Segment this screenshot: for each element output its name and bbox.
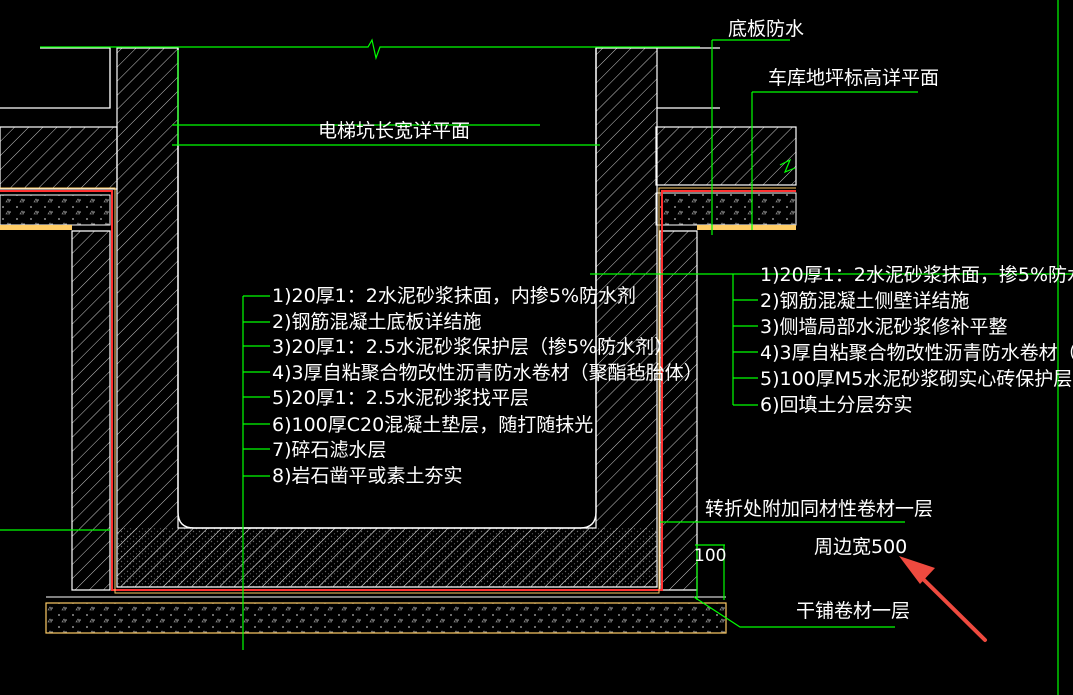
wall-layer-4: 4)3厚自粘聚合物改性沥青防水卷材（聚酯 bbox=[760, 342, 1073, 364]
wall-layer-5: 5)100厚M5水泥砂浆砌实心砖保护层 bbox=[760, 368, 1072, 390]
pit-inner-finish bbox=[177, 48, 597, 529]
label-floor-waterproof: 底板防水 bbox=[728, 18, 804, 40]
floor-layer-2: 2)钢筋混凝土底板详结施 bbox=[272, 311, 482, 333]
floor-layer-6: 6)100厚C20混凝土垫层，随打随抹光 bbox=[272, 414, 593, 436]
top-break-line bbox=[40, 38, 700, 61]
brick-protection-wall-left bbox=[71, 230, 111, 591]
label-dry-membrane: 干铺卷材一层 bbox=[796, 600, 910, 622]
floor-layer-8: 8)岩石凿平或素土夯实 bbox=[272, 465, 463, 487]
dimension-100: 100 bbox=[694, 546, 726, 566]
floor-layer-3: 3)20厚1：2.5水泥砂浆保护层（掺5%防水剂） bbox=[272, 336, 673, 358]
ground-slab-left bbox=[0, 126, 118, 190]
label-pit-size: 电梯坑长宽详平面 bbox=[318, 120, 470, 142]
ground-bedding-left bbox=[0, 194, 111, 226]
wall-layer-6: 6)回填土分层夯实 bbox=[760, 394, 913, 416]
floor-layer-5: 5)20厚1：2.5水泥砂浆找平层 bbox=[272, 387, 529, 409]
ground-slab-right bbox=[655, 126, 797, 186]
floor-layers-list: 1)20厚1：2水泥砂浆抹面，内掺5%防水剂 2)钢筋混凝土底板详结施 3)20… bbox=[272, 285, 703, 487]
annotation-arrow-icon bbox=[899, 556, 987, 642]
bedding-slab bbox=[45, 602, 727, 634]
label-garage-floor: 车库地坪标高详平面 bbox=[768, 67, 939, 89]
wall-layer-1: 1)20厚1：2水泥砂浆抹面，掺5%防水剂 bbox=[760, 264, 1073, 286]
ground-bedding-right bbox=[655, 192, 797, 226]
label-perimeter-width: 周边宽500 bbox=[814, 536, 907, 558]
brick-protection-wall-right bbox=[659, 230, 698, 591]
floor-layer-4: 4)3厚自粘聚合物改性沥青防水卷材（聚酯毡胎体） bbox=[272, 362, 703, 384]
wall-layer-2: 2)钢筋混凝土侧壁详结施 bbox=[760, 290, 970, 312]
floor-layer-7: 7)碎石滤水层 bbox=[272, 439, 387, 461]
waterproof-membrane bbox=[0, 190, 796, 591]
wall-layers-list: 1)20厚1：2水泥砂浆抹面，掺5%防水剂 2)钢筋混凝土侧壁详结施 3)侧墙局… bbox=[760, 264, 1073, 416]
label-corner-extra: 转折处附加同材性卷材一层 bbox=[705, 498, 933, 520]
floor-layer-1: 1)20厚1：2水泥砂浆抹面，内掺5%防水剂 bbox=[272, 285, 636, 307]
wall-layer-3: 3)侧墙局部水泥砂浆修补平整 bbox=[760, 316, 1008, 338]
